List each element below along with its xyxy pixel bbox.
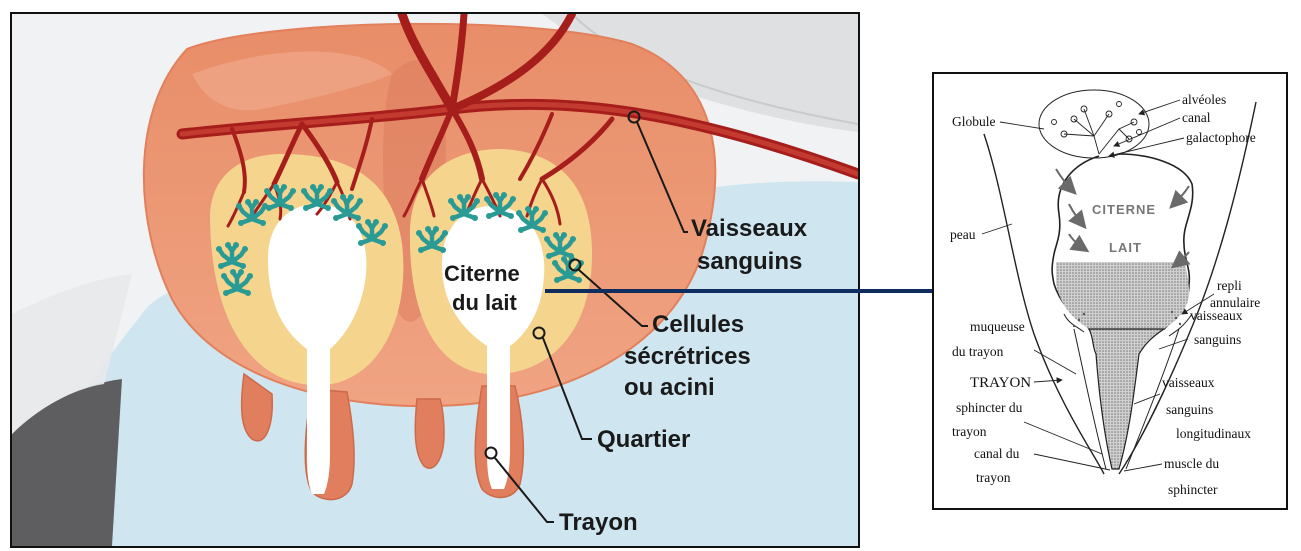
- label-sphincter-line1: sphincter du: [956, 400, 1023, 415]
- label-citerne: CITERNE: [1092, 202, 1156, 217]
- label-lait: LAIT: [1109, 240, 1142, 255]
- label-vaisseaux-long-line2: sanguins: [1166, 402, 1213, 417]
- label-alveoles: alvéoles: [1182, 92, 1226, 107]
- label-vaisseaux-long-line1: vaisseaux: [1162, 375, 1215, 390]
- label-canal: canal: [1182, 110, 1211, 125]
- label-galactophore: galactophore: [1186, 130, 1256, 145]
- label-repli-line1: repli: [1217, 278, 1242, 293]
- label-muqueuse-line1: muqueuse: [970, 319, 1025, 334]
- label-muscle-line2: sphincter: [1168, 482, 1218, 497]
- label-vaisseaux-line1: vaisseaux: [1190, 308, 1243, 323]
- label-sphincter-line2: trayon: [952, 424, 987, 439]
- label-globule: Globule: [952, 114, 996, 129]
- teat-cross-section-diagram: alvéoles canal galactophore Globule peau…: [934, 74, 1286, 508]
- label-trayon: TRAYON: [970, 375, 1031, 391]
- label-muscle-line1: muscle du: [1164, 456, 1219, 471]
- milk-fill: [1056, 262, 1189, 329]
- label-canal-trayon-line1: canal du: [974, 446, 1020, 461]
- label-vaisseaux-line2: sanguins: [1194, 332, 1241, 347]
- label-vaisseaux-long-line3: longitudinaux: [1176, 426, 1251, 441]
- teat-diagram-panel: alvéoles canal galactophore Globule peau…: [932, 72, 1288, 510]
- label-canal-trayon-line2: trayon: [976, 470, 1011, 485]
- label-muqueuse-line2: du trayon: [952, 344, 1004, 359]
- label-peau: peau: [950, 227, 976, 242]
